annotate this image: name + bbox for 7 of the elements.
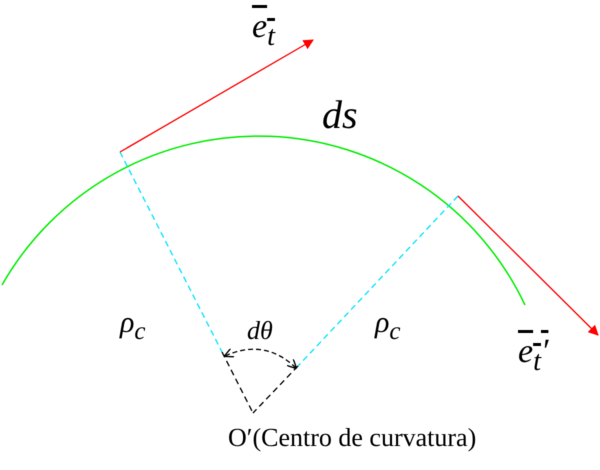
arc-length-label: ds bbox=[322, 95, 358, 135]
center-label: O′(Centro de curvatura) bbox=[228, 425, 476, 451]
vector-label: e$_{t}$ bbox=[252, 10, 275, 52]
vector-label: e$_{t}$′ bbox=[518, 335, 548, 376]
radius-label: ρ$_{c}$ bbox=[375, 308, 401, 344]
radius-label: ρ$_{c}$ bbox=[120, 308, 146, 344]
angle-label: dθ bbox=[247, 318, 273, 344]
